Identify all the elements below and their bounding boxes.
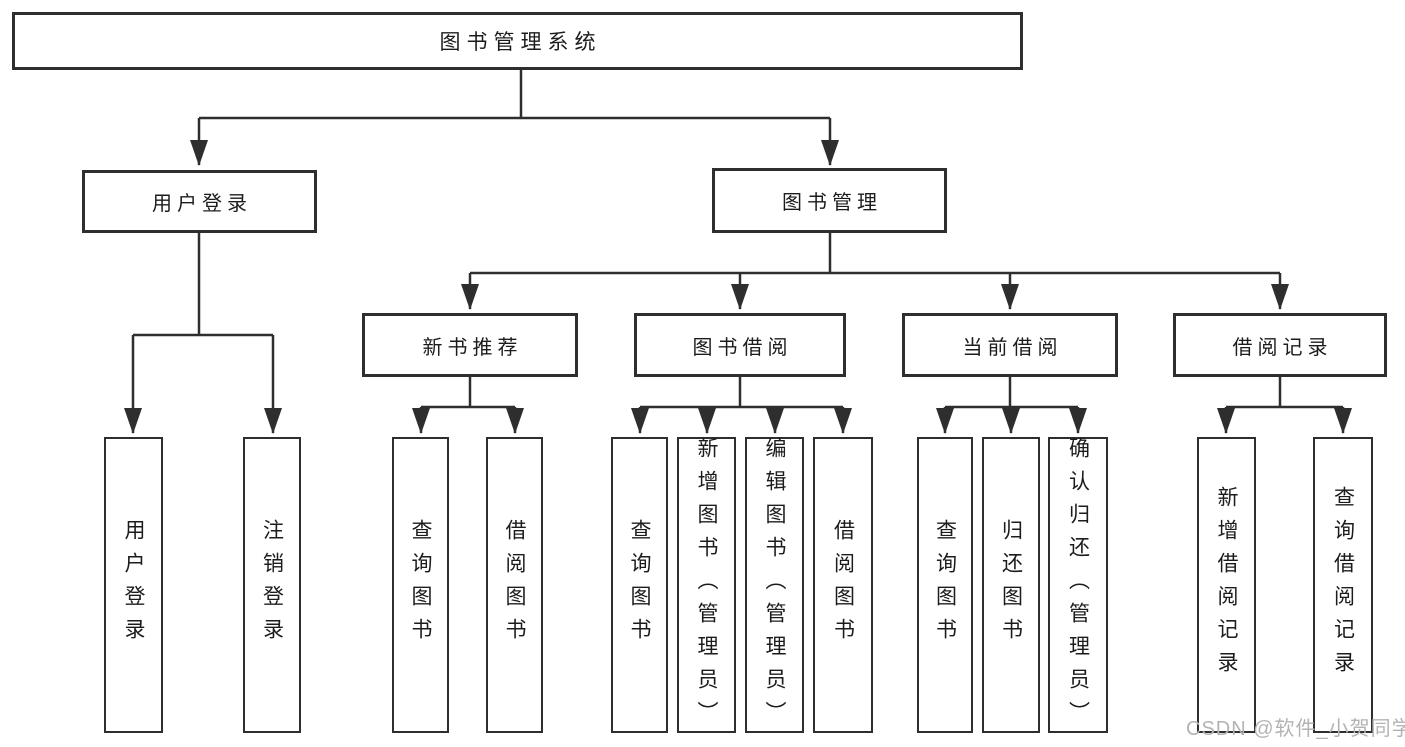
leaf-bb-query-books: 查询图书	[611, 437, 668, 733]
leaf-bb-query-books-label: 查询图书	[628, 519, 651, 651]
leaf-bb-add-books-admin-label: 新增图书（管理员）	[695, 436, 718, 734]
leaf-nbr-query-books-label: 查询图书	[409, 519, 432, 651]
leaf-user-login-label: 用户登录	[122, 519, 145, 651]
node-book-borrow: 图书借阅	[634, 313, 846, 377]
watermark: CSDN @软件_小贺同学	[1186, 718, 1405, 740]
node-new-book-recommend: 新书推荐	[362, 313, 578, 377]
node-book-management-label: 图书管理	[782, 192, 882, 214]
node-current-borrow: 当前借阅	[902, 313, 1118, 377]
node-borrow-records-label: 借阅记录	[1232, 336, 1333, 359]
leaf-bb-borrow-books: 借阅图书	[813, 437, 873, 733]
node-new-book-recommend-label: 新书推荐	[422, 336, 523, 359]
node-root-label: 图书管理系统	[439, 31, 602, 54]
leaf-cb-confirm-return-admin-label: 确认归还（管理员）	[1066, 436, 1090, 734]
node-current-borrow-label: 当前借阅	[962, 336, 1063, 359]
leaf-nbr-query-books: 查询图书	[392, 437, 449, 733]
node-root: 图书管理系统	[12, 12, 1023, 70]
leaf-logout: 注销登录	[243, 437, 301, 733]
leaf-br-query-record: 查询借阅记录	[1313, 437, 1373, 733]
leaf-cb-return-books-label: 归还图书	[999, 519, 1023, 651]
leaf-cb-confirm-return-admin: 确认归还（管理员）	[1048, 436, 1108, 734]
leaf-bb-add-books-admin: 新增图书（管理员）	[677, 436, 736, 734]
leaf-br-add-record-label: 新增借阅记录	[1215, 486, 1238, 684]
node-user-login-group-label: 用户登录	[152, 193, 252, 215]
node-book-management: 图书管理	[712, 168, 947, 233]
leaf-bb-edit-books-admin: 编辑图书（管理员）	[745, 436, 804, 734]
leaf-nbr-borrow-books: 借阅图书	[486, 437, 543, 733]
node-book-borrow-label: 图书借阅	[692, 336, 793, 359]
leaf-br-add-record: 新增借阅记录	[1197, 437, 1256, 733]
leaf-logout-label: 注销登录	[260, 519, 284, 651]
leaf-cb-return-books: 归还图书	[982, 437, 1040, 733]
leaf-br-query-record-label: 查询借阅记录	[1331, 486, 1355, 684]
node-user-login-group: 用户登录	[82, 170, 317, 233]
leaf-user-login: 用户登录	[104, 437, 163, 733]
leaf-bb-borrow-books-label: 借阅图书	[831, 519, 855, 651]
leaf-bb-edit-books-admin-label: 编辑图书（管理员）	[763, 436, 786, 734]
leaf-nbr-borrow-books-label: 借阅图书	[503, 519, 526, 651]
leaf-cb-query-books-label: 查询图书	[933, 519, 957, 651]
leaf-cb-query-books: 查询图书	[917, 437, 973, 733]
node-borrow-records: 借阅记录	[1173, 313, 1387, 377]
